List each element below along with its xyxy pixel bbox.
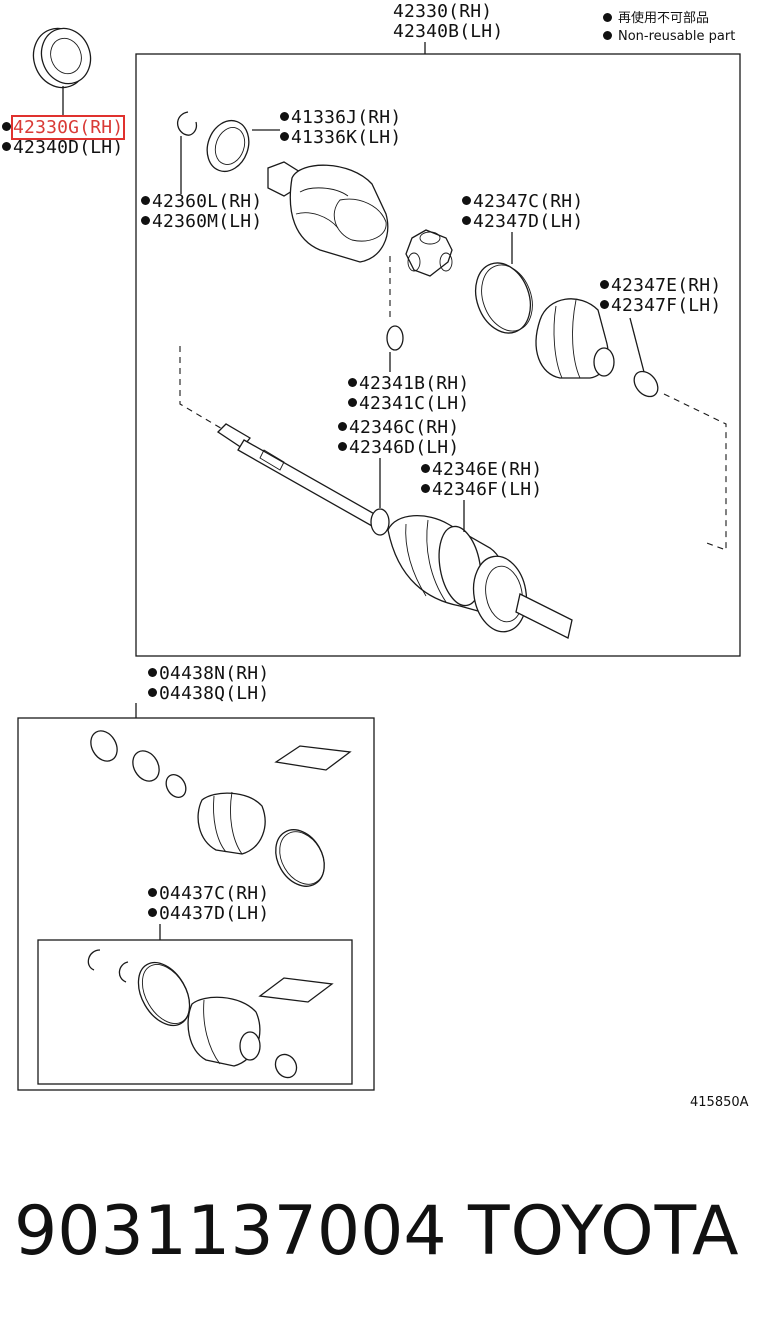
non-reusable-dot-icon <box>280 112 289 121</box>
non-reusable-dot-icon <box>280 132 289 141</box>
legend-row-jp: 再使用不可部品 <box>603 10 735 28</box>
label-line: 42360L(RH) <box>152 191 263 212</box>
legend-jp-text: 再使用不可部品 <box>618 11 710 26</box>
legend: 再使用不可部品 Non-reusable part <box>603 10 735 46</box>
clamp-42347e-drawing <box>633 370 659 398</box>
non-reusable-dot-icon <box>600 280 609 289</box>
bullet-icon <box>603 31 612 40</box>
non-reusable-dot-icon <box>141 196 150 205</box>
snap-ring-42341-drawing <box>386 325 404 351</box>
legend-en-text: Non-reusable part <box>618 29 736 44</box>
exploded-drawing <box>17 27 741 1091</box>
label-boot-clamp-outer[interactable]: 42346E(RH) 42346F(LH) <box>421 460 542 500</box>
label-shaft-assy[interactable]: 42330(RH) 42340B(LH) <box>393 2 503 42</box>
non-reusable-dot-icon <box>421 484 430 493</box>
non-reusable-dot-icon <box>148 888 157 897</box>
brand-name: TOYOTA <box>468 1192 740 1271</box>
non-reusable-dot-icon <box>148 668 157 677</box>
label-line: 04437D(LH) <box>159 903 270 924</box>
label-snap-ring-tripod[interactable]: 42341B(RH) 42341C(LH) <box>348 374 469 414</box>
label-snap-ring-inner[interactable]: 42360L(RH) 42360M(LH) <box>141 192 262 232</box>
label-line: 42347F(LH) <box>611 295 722 316</box>
label-line: 04437C(RH) <box>159 883 270 904</box>
boot-kit-frame-inner <box>37 939 353 1085</box>
clamp-42347e-leader <box>629 317 645 373</box>
non-reusable-dot-icon <box>348 378 357 387</box>
dashed-guide-left <box>179 346 225 431</box>
tripod-drawing <box>405 229 453 277</box>
non-reusable-dot-icon <box>348 398 357 407</box>
oil-seal-drawing <box>32 27 92 89</box>
non-reusable-dot-icon <box>421 464 430 473</box>
label-seal[interactable]: 42330G(RH) 42340D(LH) <box>2 115 126 158</box>
boot-kit-inner-parts <box>90 730 352 887</box>
diagram-code: 415850A <box>690 1095 749 1110</box>
legend-row-en: Non-reusable part <box>603 28 735 46</box>
non-reusable-dot-icon <box>148 908 157 917</box>
non-reusable-dot-icon <box>462 196 471 205</box>
inboard-joint-housing-drawing <box>267 161 389 263</box>
label-line: 42341C(LH) <box>359 393 470 414</box>
label-line: 42346E(RH) <box>432 459 543 480</box>
label-snap-ring-outer[interactable]: 41336J(RH) 41336K(LH) <box>280 108 401 148</box>
label-line: 42340B(LH) <box>393 21 504 42</box>
label-line: 42346C(RH) <box>349 417 460 438</box>
non-reusable-dot-icon <box>141 216 150 225</box>
non-reusable-dot-icon <box>2 142 11 151</box>
label-boot-kit-outer[interactable]: 04437C(RH) 04437D(LH) <box>148 884 269 924</box>
label-line: 42347D(LH) <box>473 211 584 232</box>
non-reusable-dot-icon <box>148 688 157 697</box>
parts-diagram: 再使用不可部品 Non-reusable part 42330(RH) 4234… <box>2 2 749 1110</box>
part-number: 9031137004 <box>14 1192 447 1271</box>
label-line: 42341B(RH) <box>359 373 470 394</box>
snap-ring-42360 <box>177 111 198 136</box>
label-line: 42346F(LH) <box>432 479 543 500</box>
inboard-boot-drawing <box>535 298 615 379</box>
label-boot-clamp-large[interactable]: 42347C(RH) 42347D(LH) <box>462 192 583 232</box>
label-line: 41336J(RH) <box>291 107 402 128</box>
label-line: 42347C(RH) <box>473 191 584 212</box>
clamp-42347c-drawing <box>474 262 533 334</box>
label-boot-clamp-mid[interactable]: 42346C(RH) 42346D(LH) <box>338 418 459 458</box>
non-reusable-dot-icon <box>338 422 347 431</box>
dashed-guide-right <box>663 393 727 551</box>
label-line: 04438Q(LH) <box>159 683 270 704</box>
bullet-icon <box>603 13 612 22</box>
outboard-joint-drawing <box>387 514 573 639</box>
label-line: 42346D(LH) <box>349 437 460 458</box>
ring-41336-drawing <box>206 119 250 173</box>
non-reusable-dot-icon <box>338 442 347 451</box>
boot-kit-outer-parts <box>87 949 334 1079</box>
label-boot-kit-inner[interactable]: 04438N(RH) 04438Q(LH) <box>148 664 269 704</box>
drive-shaft-drawing <box>216 423 390 536</box>
non-reusable-dot-icon <box>600 300 609 309</box>
label-line: 41336K(LH) <box>291 127 402 148</box>
boot-kit-frame-outer <box>17 717 375 1091</box>
non-reusable-dot-icon <box>2 122 11 131</box>
label-line: 42347E(RH) <box>611 275 722 296</box>
label-line: 42340D(LH) <box>13 137 124 158</box>
label-line: 04438N(RH) <box>159 663 270 684</box>
main-assembly-frame <box>135 53 741 657</box>
label-highlighted-part[interactable]: 42330G(RH) <box>10 115 126 140</box>
label-line: 42360M(LH) <box>152 211 263 232</box>
label-boot-clamp-small[interactable]: 42347E(RH) 42347F(LH) <box>600 276 721 316</box>
label-line: 42330(RH) <box>393 1 493 22</box>
non-reusable-dot-icon <box>462 216 471 225</box>
